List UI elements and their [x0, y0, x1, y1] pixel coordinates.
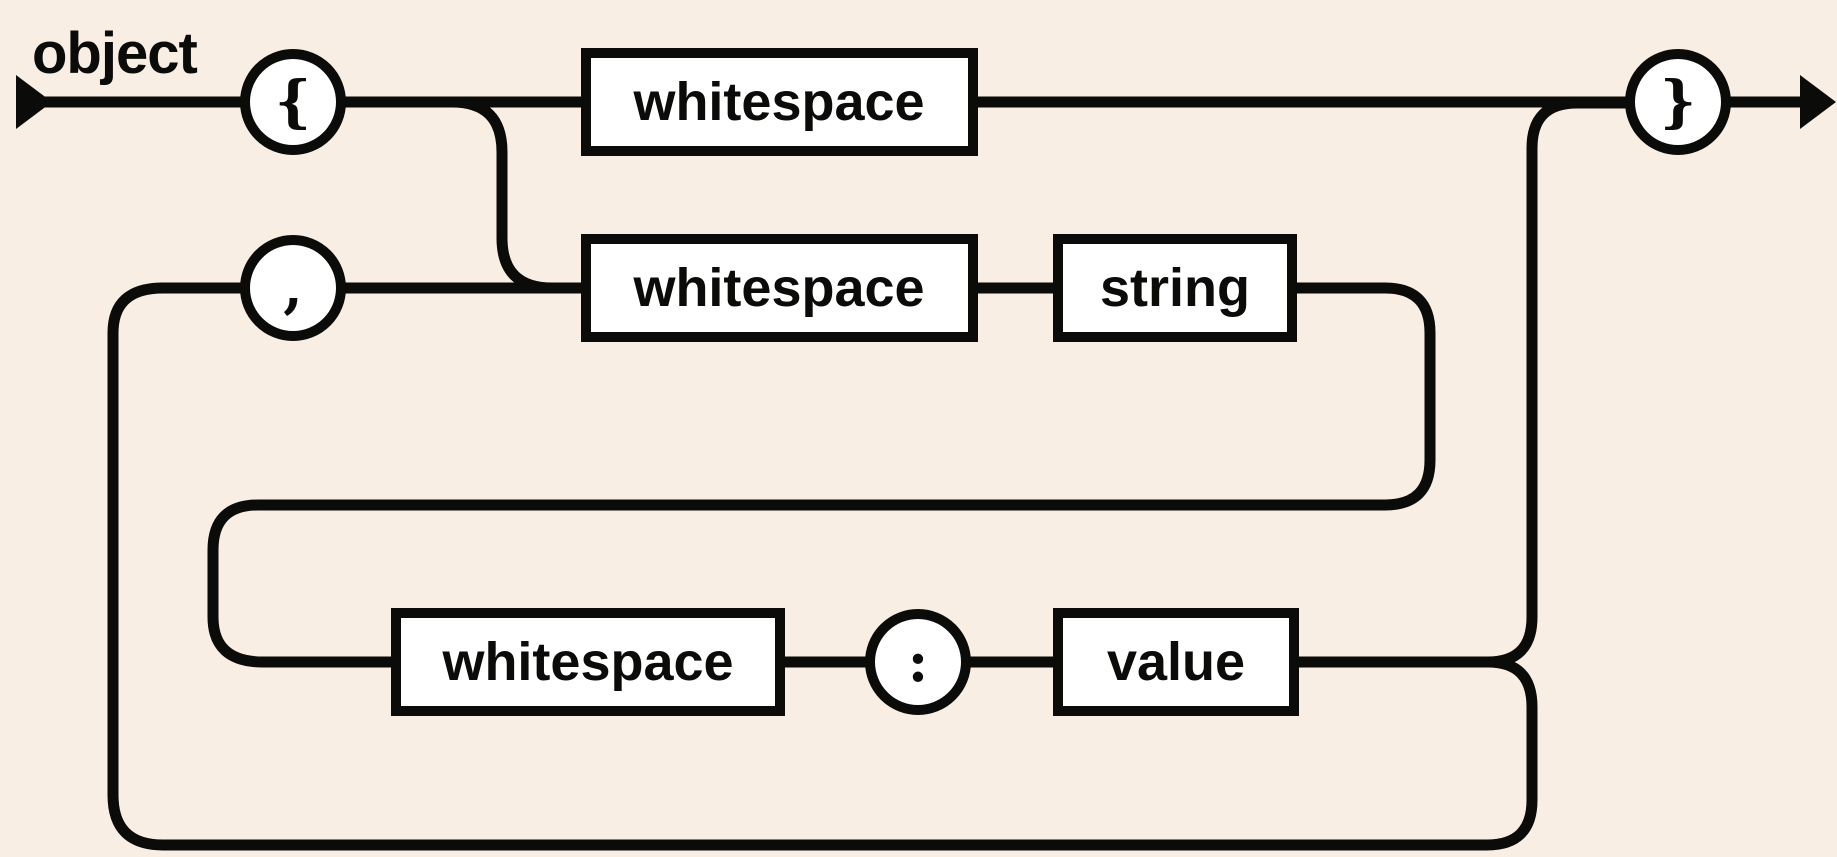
close-brace-label: }	[1660, 69, 1696, 135]
whitespace-value-box	[391, 608, 785, 716]
whitespace-top-box	[581, 48, 978, 156]
value-label: value	[1107, 632, 1245, 692]
end-arrow-icon	[1800, 75, 1836, 129]
rule-title: object	[32, 21, 197, 86]
nonterminal-whitespace-member: whitespace	[581, 234, 978, 342]
string-box	[1053, 234, 1297, 342]
comma-circle	[240, 235, 346, 341]
close-brace-circle	[1625, 49, 1731, 155]
comma-label: ,	[283, 255, 303, 321]
terminal-close-brace: }	[1625, 49, 1731, 155]
open-brace-label: {	[275, 69, 311, 135]
loop-back-to-comma	[107, 282, 1538, 851]
member-uturn-to-value-row	[207, 282, 1436, 668]
value-box	[1053, 608, 1299, 716]
open-brace-circle	[240, 49, 346, 155]
whitespace-member-label: whitespace	[632, 258, 924, 318]
terminal-colon: :	[865, 609, 971, 715]
colon-label: :	[908, 629, 929, 695]
whitespace-member-box	[581, 234, 978, 342]
string-label: string	[1100, 258, 1250, 318]
branch-open-to-member-row	[451, 96, 553, 294]
colon-circle	[865, 609, 971, 715]
whitespace-top-label: whitespace	[632, 72, 924, 132]
nonterminal-value: value	[1053, 608, 1299, 716]
exit-up-to-close-brace	[1487, 97, 1640, 668]
nonterminal-whitespace-top: whitespace	[581, 48, 978, 156]
terminal-open-brace: {	[240, 49, 346, 155]
whitespace-value-label: whitespace	[441, 632, 733, 692]
nonterminal-string: string	[1053, 234, 1297, 342]
nonterminal-whitespace-value: whitespace	[391, 608, 785, 716]
start-arrow-icon	[16, 75, 52, 129]
terminal-comma: ,	[240, 235, 346, 341]
